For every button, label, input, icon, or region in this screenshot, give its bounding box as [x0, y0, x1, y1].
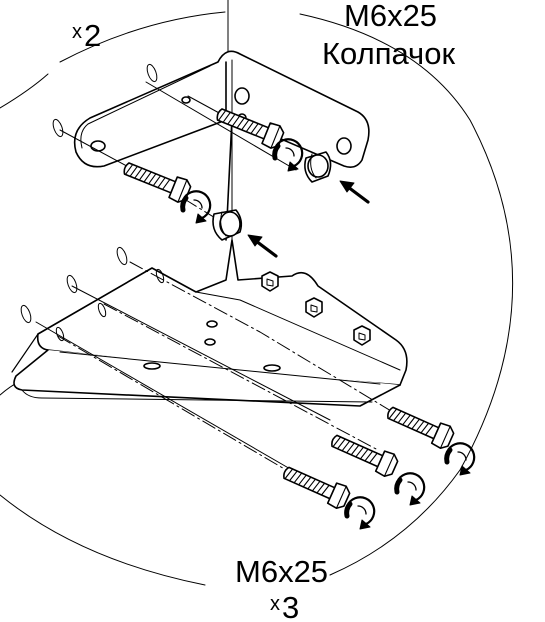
multiply-sign: x	[270, 593, 280, 615]
bolt-icon	[278, 460, 353, 512]
hex-nut-2	[305, 297, 323, 318]
top-quantity-label: x2	[72, 20, 101, 51]
bolt-icon	[382, 400, 457, 452]
insert-arrow-icon	[338, 179, 370, 204]
hex-nut-3	[353, 325, 371, 346]
bolt-icon	[119, 155, 194, 206]
insert-arrow-icon	[246, 233, 278, 258]
bottom-bolt-label: M6x25	[235, 554, 329, 589]
bottom-quantity-value: 3	[282, 590, 300, 622]
lower-axis-lines	[20, 246, 417, 485]
bolt-icon	[326, 428, 401, 480]
hex-nut-1	[261, 271, 279, 292]
rotation-arrow-icon	[346, 497, 374, 529]
bottom-quantity-label: x3	[270, 592, 299, 622]
cap-label: Колпачок	[322, 36, 456, 71]
rotation-arrow-icon	[396, 473, 424, 505]
lower-bracket	[11, 239, 408, 407]
multiply-sign: x	[72, 21, 82, 43]
cap-icon	[304, 151, 332, 183]
rotation-arrow-icon	[182, 191, 210, 223]
cap-icon	[212, 209, 243, 241]
rotation-arrow-icon	[274, 139, 302, 171]
top-quantity-value: 2	[84, 18, 102, 53]
top-bolt-label: M6x25	[344, 0, 438, 33]
